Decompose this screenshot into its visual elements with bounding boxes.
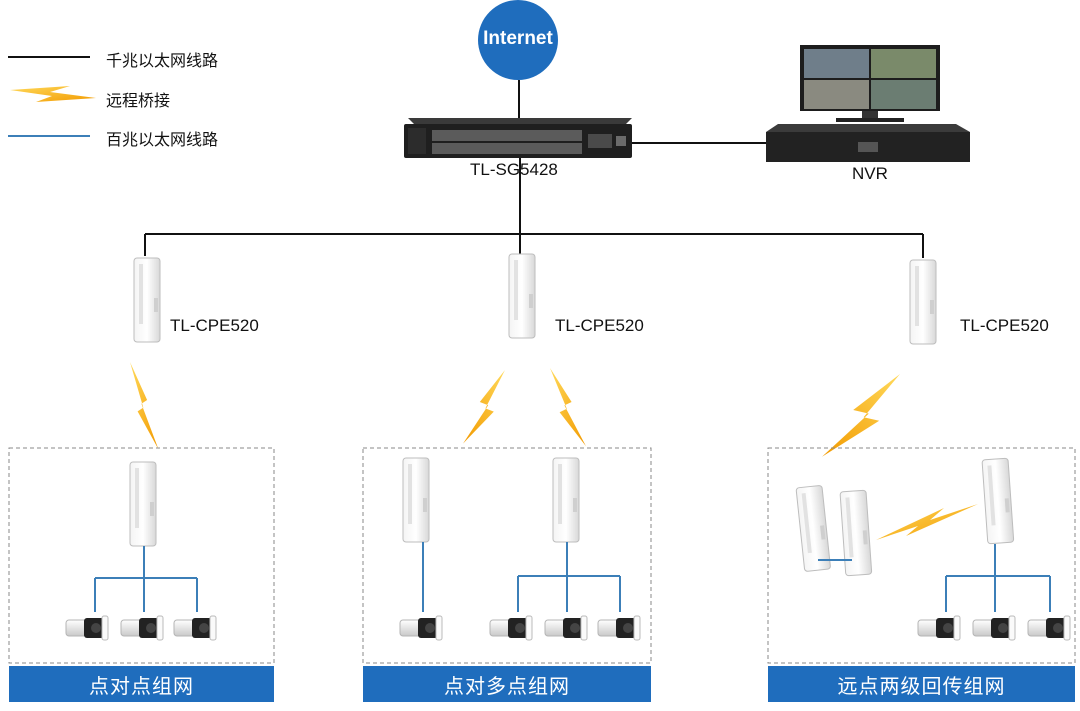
cpe-device-icon [981,457,1015,545]
nvr-icon [766,45,970,162]
camera-icon [173,615,217,641]
group-box-p2mp [362,447,652,664]
cpe-device-icon [133,257,161,343]
group-caption-relay: 远点两级回传组网 [768,666,1075,702]
bridge-bolt-icon [822,374,900,457]
group-caption-p2p: 点对点组网 [9,666,274,702]
legend-gigabit-label: 千兆以太网线路 [106,53,219,70]
legend-fast-ethernet-label: 百兆以太网线路 [106,132,219,149]
cpe-device-icon [909,259,937,345]
cpe-device-icon [129,461,157,547]
fast-ethernet-lines [94,546,198,612]
cpe-label: TL-CPE520 [555,316,644,335]
legend-bolt-icon [10,86,96,102]
camera-icon [1027,615,1071,641]
switch-label: TL-SG5428 [470,160,558,179]
bridge-bolt-icon [130,362,159,450]
camera-icon [544,615,588,641]
camera-icon [65,615,109,641]
fast-ethernet-lines [422,542,621,612]
internet-globe-icon [478,0,558,80]
camera-icon [917,615,961,641]
camera-icon [120,615,164,641]
cpe-device-icon [839,489,873,577]
camera-icon [972,615,1016,641]
cpe-label: TL-CPE520 [960,316,1049,335]
group-caption-p2mp: 点对多点组网 [363,666,651,702]
cpe-device-icon [795,484,832,573]
bridge-bolt-icon [550,368,586,447]
cpe-label: TL-CPE520 [170,316,259,335]
cpe-device-icon [402,457,430,543]
legend-bridge-label: 远程桥接 [106,93,171,110]
internet-label: Internet [483,28,553,49]
camera-icon [489,615,533,641]
fast-ethernet-lines [945,544,1051,612]
cpe-device-icon [552,457,580,543]
group-box-relay [767,447,1076,664]
nvr-label: NVR [852,164,888,183]
bridge-bolt-icon [463,370,505,444]
group-box-p2p [8,447,275,664]
camera-icon [399,615,443,641]
cpe-device-icon [508,253,536,339]
camera-icon [597,615,641,641]
bridge-bolt-icon [876,504,978,540]
switch-icon [404,118,632,158]
